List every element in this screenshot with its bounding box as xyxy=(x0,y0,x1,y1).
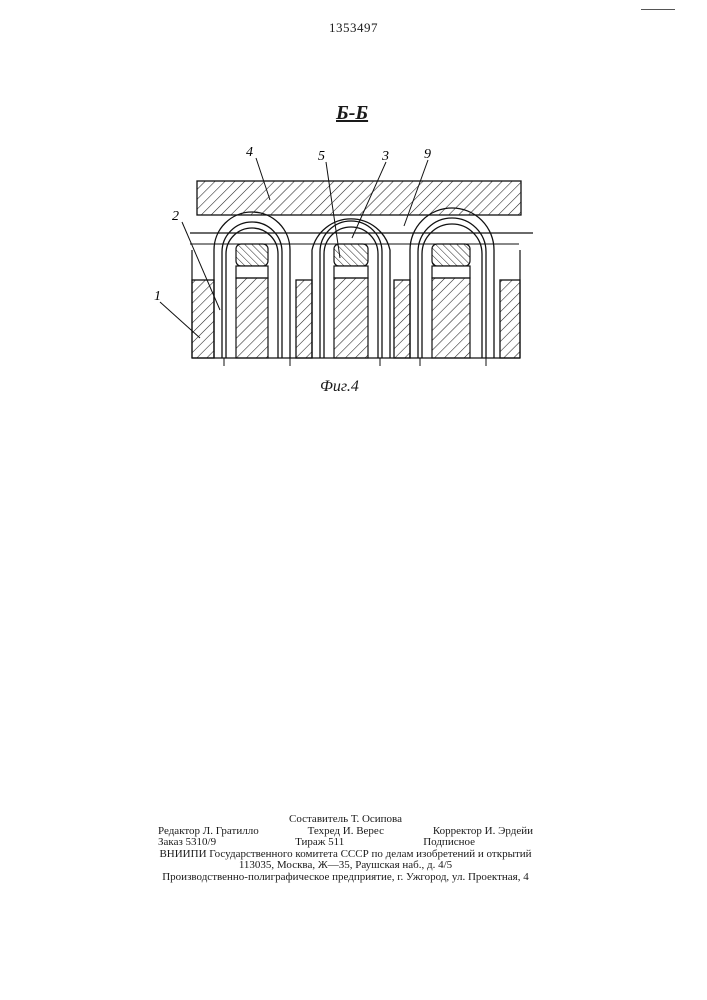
order: Заказ 5310/9 xyxy=(158,837,216,849)
printer: Производственно-полиграфическое предприя… xyxy=(158,872,533,884)
section-label: Б-Б xyxy=(336,102,368,125)
top-plate xyxy=(197,181,521,215)
subscription: Подписное xyxy=(423,837,475,849)
label-5: 5 xyxy=(318,149,325,164)
label-4: 4 xyxy=(246,145,253,160)
corner-mark xyxy=(641,9,675,10)
address: 113035, Москва, Ж—35, Раушская наб., д. … xyxy=(158,860,533,872)
patent-number: 1353497 xyxy=(0,20,707,36)
figure-caption: Фиг.4 xyxy=(320,378,359,396)
figure-4-drawing: 4 5 3 9 2 1 xyxy=(150,140,540,380)
imprint-block: Составитель Т. Осипова Редактор Л. Грати… xyxy=(158,814,533,883)
circulation: Тираж 511 xyxy=(295,837,344,849)
inner-cores xyxy=(236,244,470,358)
label-9: 9 xyxy=(424,147,431,162)
compiler: Составитель Т. Осипова xyxy=(158,814,533,826)
label-1: 1 xyxy=(154,289,161,304)
label-3: 3 xyxy=(381,149,389,164)
label-2: 2 xyxy=(172,209,179,224)
